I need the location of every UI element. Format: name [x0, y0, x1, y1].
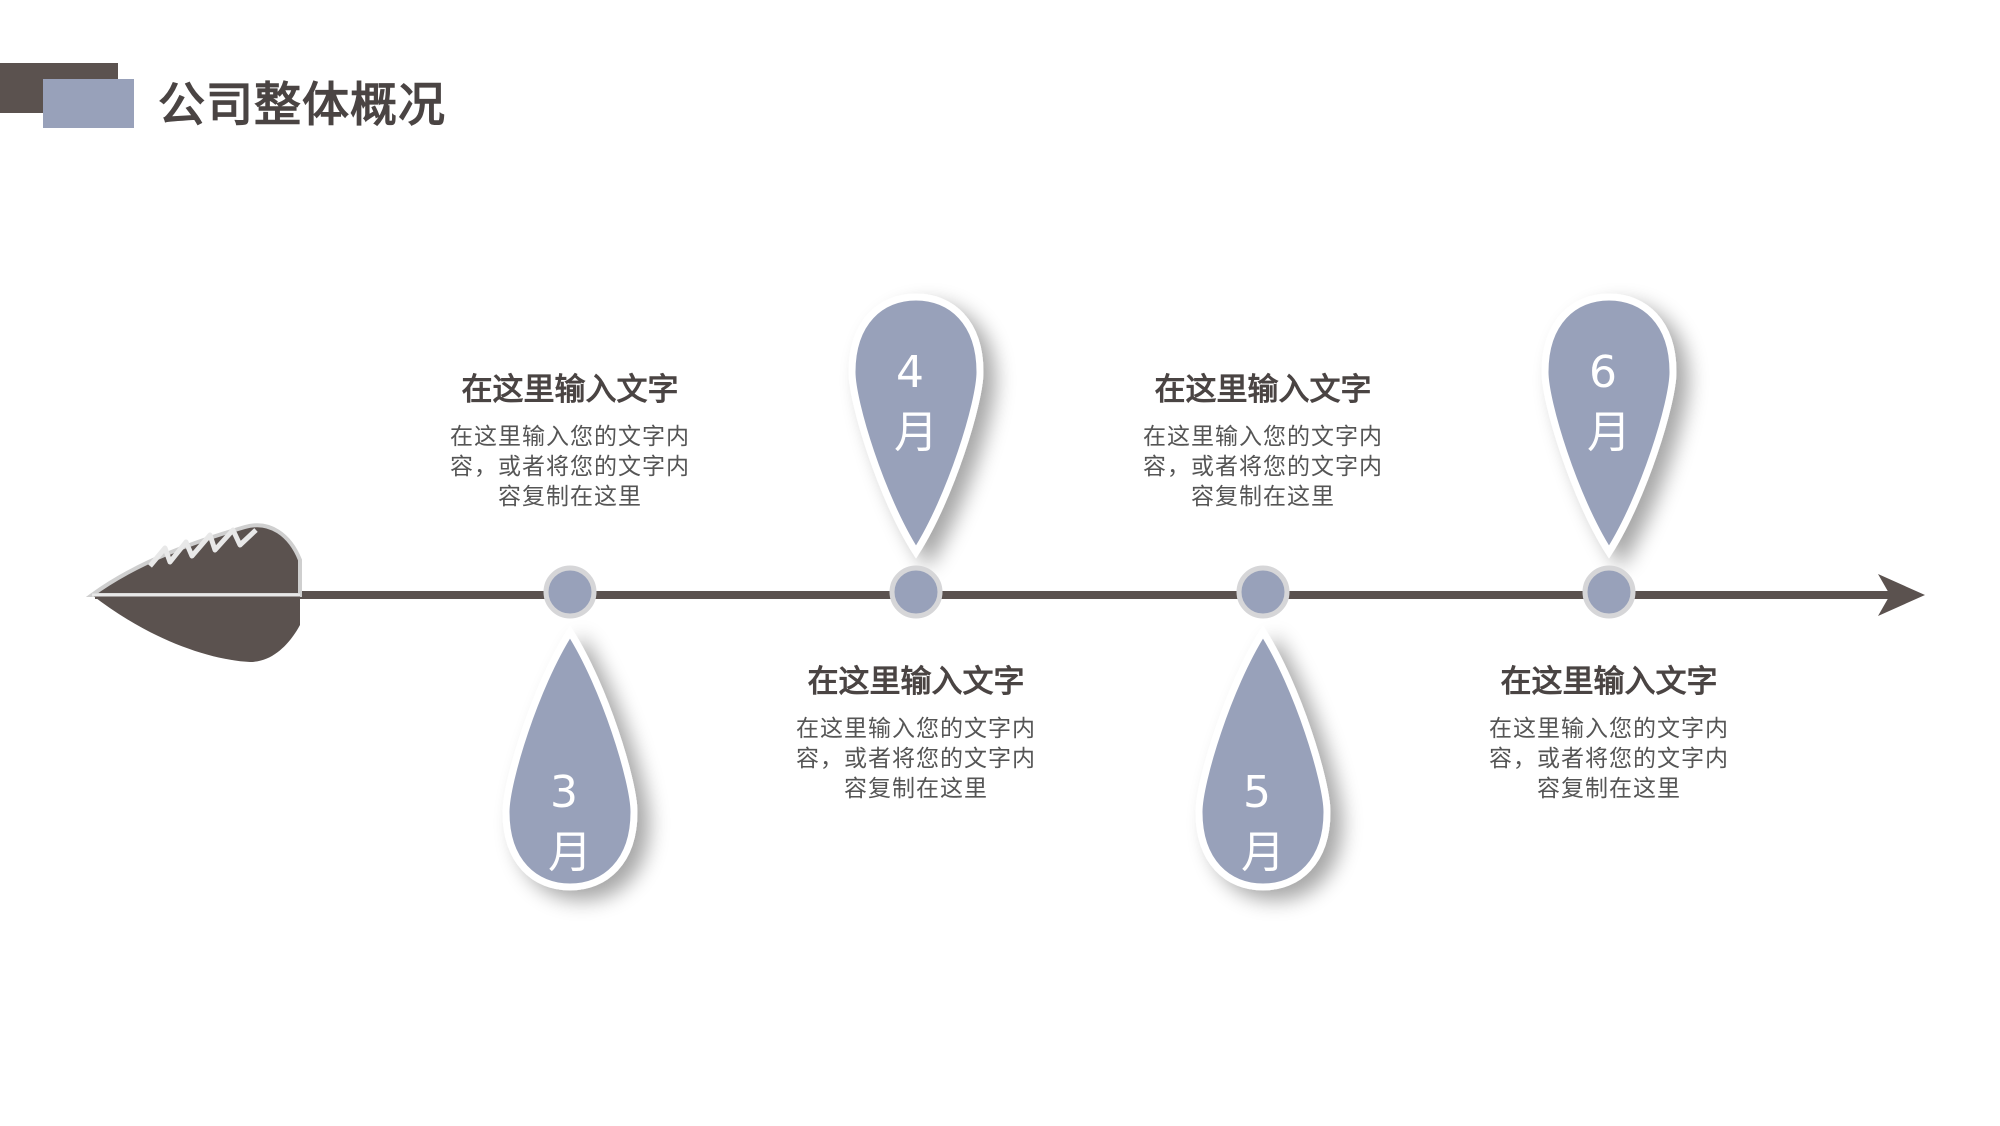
- drop-pin-marker: [848, 293, 984, 559]
- milestone-1: 3月: [502, 565, 638, 891]
- timeline-node: [1236, 565, 1290, 619]
- month-number: 6: [1589, 347, 1617, 398]
- timeline-node: [889, 565, 943, 619]
- milestone-title: 在这里输入文字: [1500, 664, 1718, 700]
- milestone-text-4: 在这里输入文字在这里输入您的文字内容，或者将您的文字内容复制在这里: [1459, 662, 1759, 804]
- milestone-title: 在这里输入文字: [807, 664, 1025, 700]
- milestone-body: 在这里输入您的文字内容，或者将您的文字内容复制在这里: [450, 424, 690, 510]
- milestone-text-3: 在这里输入文字在这里输入您的文字内容，或者将您的文字内容复制在这里: [1113, 370, 1413, 512]
- timeline-node: [1582, 565, 1636, 619]
- leaf-tail-icon: [85, 523, 302, 662]
- drop-pin-marker: [502, 625, 638, 891]
- milestone-body: 在这里输入您的文字内容，或者将您的文字内容复制在这里: [796, 716, 1036, 802]
- month-unit: 月: [1587, 407, 1631, 458]
- month-unit: 月: [894, 407, 938, 458]
- page-title: 公司整体概况: [158, 78, 446, 133]
- month-number: 5: [1243, 767, 1271, 818]
- month-unit: 月: [548, 827, 592, 878]
- milestone-body: 在这里输入您的文字内容，或者将您的文字内容复制在这里: [1489, 716, 1729, 802]
- milestone-text-1: 在这里输入文字在这里输入您的文字内容，或者将您的文字内容复制在这里: [420, 370, 720, 512]
- drop-pin-marker: [1195, 625, 1331, 891]
- title-decor-light-block: [43, 79, 134, 128]
- milestone-body: 在这里输入您的文字内容，或者将您的文字内容复制在这里: [1143, 424, 1383, 510]
- milestone-title: 在这里输入文字: [461, 372, 679, 408]
- timeline-arrowhead: [1878, 574, 1925, 616]
- month-number: 3: [550, 767, 578, 818]
- month-unit: 月: [1241, 827, 1285, 878]
- milestone-title: 在这里输入文字: [1154, 372, 1372, 408]
- drop-pin-marker: [1541, 293, 1677, 559]
- timeline-node: [543, 565, 597, 619]
- milestone-3: 5月: [1195, 565, 1331, 891]
- milestone-4: 6月: [1541, 293, 1677, 619]
- milestone-2: 4月: [848, 293, 984, 619]
- milestone-text-2: 在这里输入文字在这里输入您的文字内容，或者将您的文字内容复制在这里: [766, 662, 1066, 804]
- month-number: 4: [896, 347, 924, 398]
